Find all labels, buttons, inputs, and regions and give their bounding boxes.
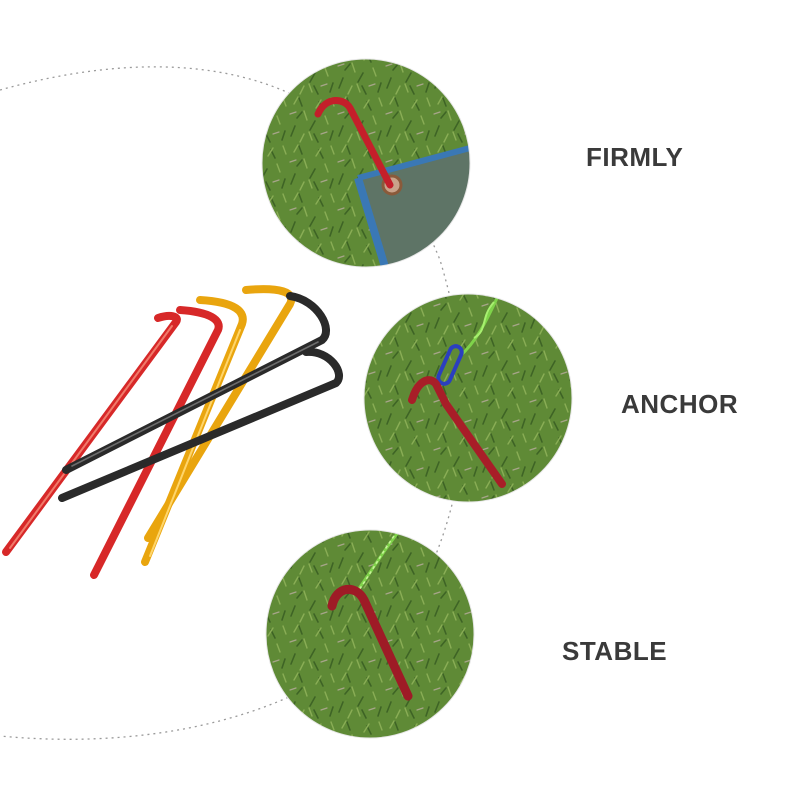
tent-stakes-image — [2, 285, 343, 579]
dotted-arc — [0, 66, 465, 740]
feature-label-firmly: FIRMLY — [586, 142, 684, 172]
feature-label-stable: STABLE — [562, 636, 668, 666]
feature-label-anchor: ANCHOR — [621, 389, 739, 419]
black-stake — [58, 292, 343, 502]
firmly-photo — [262, 59, 470, 267]
stable-photo — [266, 530, 474, 738]
anchor-photo — [364, 294, 572, 502]
carabiner — [436, 344, 464, 386]
red-stake — [2, 306, 223, 579]
